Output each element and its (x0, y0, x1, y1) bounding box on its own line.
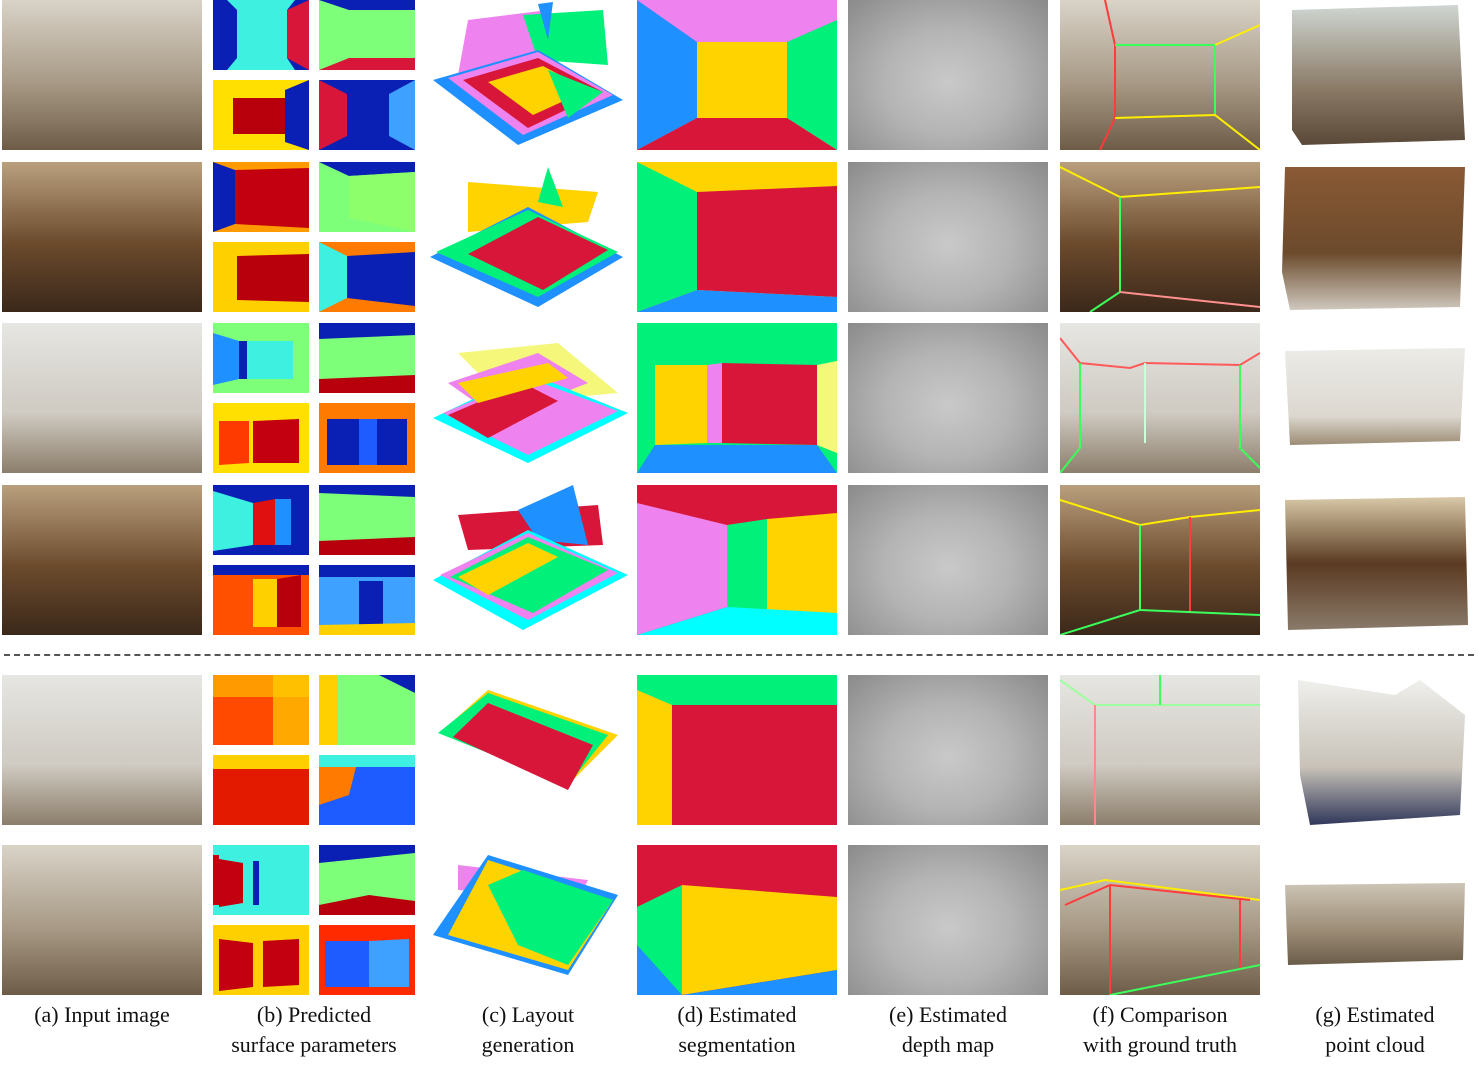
input-image-row3 (2, 323, 202, 473)
segmentation-row4 (637, 485, 837, 635)
point-cloud-row3 (1280, 323, 1470, 473)
param-map (319, 242, 415, 312)
depth-map-row4 (848, 485, 1048, 635)
param-map (213, 403, 309, 473)
caption-e-line2: depth map (901, 1032, 995, 1057)
param-map (213, 925, 309, 995)
caption-b: (b) Predicted surface parameters (214, 1000, 414, 1060)
param-map (213, 845, 309, 915)
param-map (213, 80, 309, 150)
point-cloud-row1 (1280, 0, 1470, 150)
caption-g: (g) Estimated point cloud (1280, 1000, 1470, 1060)
param-map (319, 0, 415, 70)
param-map (213, 162, 309, 232)
caption-g-line2: point cloud (1325, 1032, 1425, 1057)
param-map (319, 675, 415, 745)
comparison-row4 (1060, 485, 1260, 635)
caption-b-line1: (b) Predicted (256, 1002, 372, 1027)
caption-d-line2: segmentation (678, 1032, 796, 1057)
depth-map-row6 (848, 845, 1048, 995)
param-map (213, 0, 309, 70)
caption-a: (a) Input image (7, 1000, 197, 1030)
caption-f: (f) Comparison with ground truth (1055, 1000, 1265, 1060)
caption-c-line2: generation (481, 1032, 575, 1057)
param-map (213, 675, 309, 745)
point-cloud-row6 (1280, 845, 1470, 995)
param-map (213, 755, 309, 825)
layout-generation-row5 (428, 675, 628, 825)
param-map (319, 485, 415, 555)
depth-map-row3 (848, 323, 1048, 473)
caption-b-line2: surface parameters (231, 1032, 397, 1057)
param-map (319, 80, 415, 150)
divider-line (4, 654, 1474, 656)
depth-map-row5 (848, 675, 1048, 825)
param-map (213, 485, 309, 555)
segmentation-row5 (637, 675, 837, 825)
depth-map-row1 (848, 0, 1048, 150)
caption-d-line1: (d) Estimated (677, 1002, 797, 1027)
param-map (319, 323, 415, 393)
input-image-row6 (2, 845, 202, 995)
layout-generation-row1 (428, 0, 628, 150)
caption-c: (c) Layout generation (428, 1000, 628, 1060)
param-map (213, 242, 309, 312)
comparison-row6 (1060, 845, 1260, 995)
param-map (319, 845, 415, 915)
caption-e: (e) Estimated depth map (848, 1000, 1048, 1060)
segmentation-row6 (637, 845, 837, 995)
param-map (213, 565, 309, 635)
layout-generation-row3 (428, 323, 628, 473)
segmentation-row1 (637, 0, 837, 150)
caption-d: (d) Estimated segmentation (637, 1000, 837, 1060)
comparison-row3 (1060, 323, 1260, 473)
param-map (319, 755, 415, 825)
input-image-row4 (2, 485, 202, 635)
comparison-row5 (1060, 675, 1260, 825)
caption-g-line1: (g) Estimated (1315, 1002, 1435, 1027)
input-image-row1 (2, 0, 202, 150)
caption-f-line2: with ground truth (1083, 1032, 1237, 1057)
param-map (213, 323, 309, 393)
layout-generation-row6 (428, 845, 628, 995)
comparison-row2 (1060, 162, 1260, 312)
segmentation-row3 (637, 323, 837, 473)
param-map (319, 162, 415, 232)
param-map (319, 403, 415, 473)
point-cloud-row4 (1280, 485, 1470, 635)
caption-a-line1: (a) Input image (34, 1002, 170, 1027)
input-image-row2 (2, 162, 202, 312)
caption-f-line1: (f) Comparison (1092, 1002, 1228, 1027)
segmentation-row2 (637, 162, 837, 312)
caption-e-line1: (e) Estimated (889, 1002, 1007, 1027)
param-map (319, 565, 415, 635)
param-map (319, 925, 415, 995)
caption-c-line1: (c) Layout (481, 1002, 575, 1027)
input-image-row5 (2, 675, 202, 825)
depth-map-row2 (848, 162, 1048, 312)
point-cloud-row2 (1280, 162, 1470, 312)
layout-generation-row4 (428, 485, 628, 635)
comparison-row1 (1060, 0, 1260, 150)
point-cloud-row5 (1280, 675, 1470, 825)
layout-generation-row2 (428, 162, 628, 312)
